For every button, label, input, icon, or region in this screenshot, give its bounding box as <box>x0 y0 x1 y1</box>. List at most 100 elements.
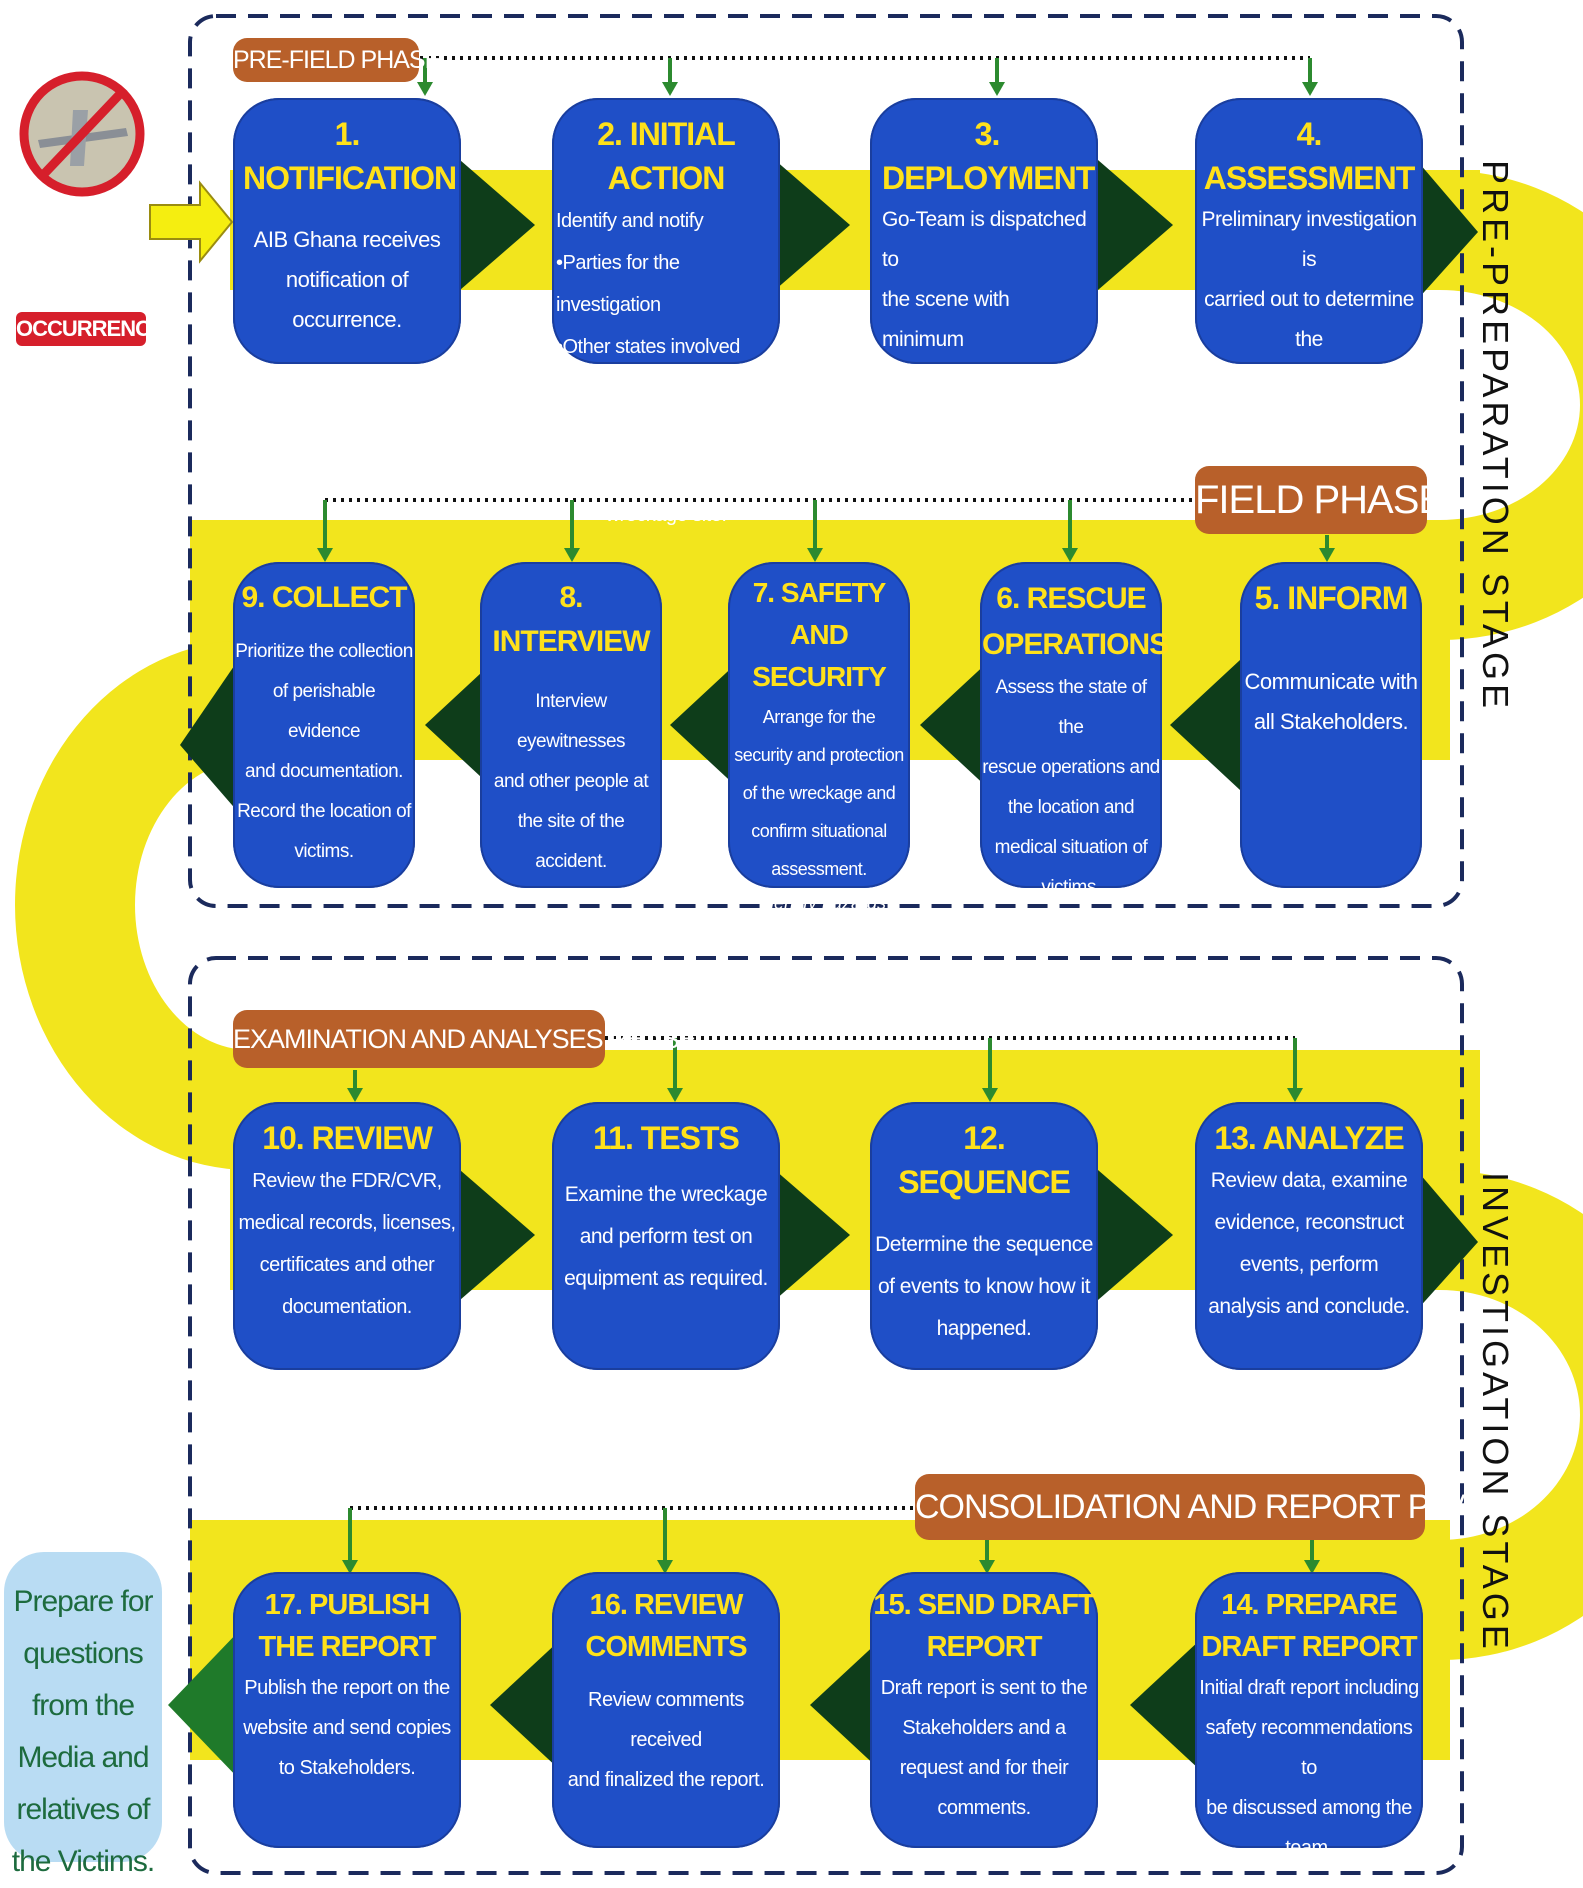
step-5: 5. INFORM Communicate with all Stakehold… <box>1240 562 1422 888</box>
step-line: of perishable evidence <box>272 681 376 742</box>
step-body: Arrange for the security and protection … <box>730 698 908 888</box>
step-line: conducted. <box>1260 448 1358 471</box>
step-title: 17. PUBLISH THE REPORT <box>258 1589 437 1663</box>
step-body: Prioritize the collection of perishable … <box>235 632 413 872</box>
step-line: and other people at <box>493 771 649 792</box>
step-body: Review the FDR/CVR, medical records, lic… <box>235 1160 459 1328</box>
step-1: 1. NOTIFICATION AIB Ghana receives notif… <box>233 98 461 364</box>
step-line: happened. <box>936 1317 1032 1340</box>
step-line: be discussed among the <box>1206 1797 1412 1819</box>
step-2: 2. INITIAL ACTION Identify and notify •P… <box>552 98 780 526</box>
step-line: safety recommendations to <box>1205 1717 1413 1779</box>
step-line: medical situation of <box>994 837 1148 858</box>
step-line: Prioritize the collection <box>235 641 413 662</box>
step-body: Identify and notify •Parties for the inv… <box>556 200 776 536</box>
step-line: Assess the state of the <box>995 677 1147 738</box>
step-line: victims. <box>294 841 354 862</box>
step-line: wreckage site. <box>605 504 727 526</box>
step-line: Identify and notify <box>556 210 704 232</box>
step-line: Interview eyewitnesses <box>516 691 626 752</box>
step-body: Examine the wreckage and perform test on… <box>556 1174 776 1300</box>
step-line: request and for their <box>899 1757 1069 1779</box>
step-body: Initial draft report including safety re… <box>1197 1668 1421 1868</box>
step-body: Draft report is sent to the Stakeholders… <box>872 1668 1096 1828</box>
step-15: 15. SEND DRAFT REPORT Draft report is se… <box>870 1572 1098 1848</box>
step-line: Record the location of <box>237 801 411 822</box>
step-line: notification of <box>285 267 409 292</box>
step-line: AIB Ghana receives <box>253 227 441 252</box>
step-line: Publish the report on the <box>244 1677 450 1699</box>
step-line: Initial draft report including <box>1199 1677 1419 1699</box>
step-body: Communicate with all Stakeholders. <box>1244 662 1418 742</box>
step-10: 10. REVIEW Review the FDR/CVR, medical r… <box>233 1102 461 1370</box>
step-line: confirm situational <box>751 821 887 841</box>
step-line: Arrange for the <box>762 707 876 727</box>
phase-field: FIELD PHASE <box>1195 466 1445 534</box>
step-line: medical records, licenses, <box>238 1212 456 1234</box>
step-line: of the wreckage and <box>742 783 896 803</box>
step-line: Review data, examine <box>1210 1169 1408 1192</box>
step-title: 12. SEQUENCE <box>898 1120 1071 1200</box>
stage-label-investigation: INVESTIGATION STAGE <box>1475 1172 1516 1653</box>
step-title: 7. SAFETY AND SECURITY <box>752 577 887 692</box>
occurrence-label: OCCURRENCE <box>16 312 165 346</box>
step-line: •Other states involved and <box>556 336 740 400</box>
step-title: 8. INTERVIEW <box>492 581 650 658</box>
step-line: victims. <box>1041 877 1101 898</box>
stage-border-investigation <box>188 956 1464 1875</box>
step-title: 10. REVIEW <box>262 1120 433 1156</box>
step-body: Interview eyewitnesses and other people … <box>482 682 660 882</box>
occurrence-arrow <box>149 180 234 264</box>
step-line: carried out to determine the <box>1204 288 1414 351</box>
step-body: Assess the state of the rescue operation… <box>982 668 1160 908</box>
step-body: Publish the report on the website and se… <box>235 1668 459 1788</box>
step-line: •Parties for the investigation <box>556 252 680 316</box>
step-title: 2. INITIAL ACTION <box>597 116 736 196</box>
phase-consolidation: CONSOLIDATION AND REPORT PHASE <box>915 1474 1519 1540</box>
step-title: 15. SEND DRAFT REPORT <box>873 1589 1095 1663</box>
step-line: the site of the <box>517 811 625 832</box>
step-title: 3. DEPLOYMENT <box>882 116 1095 196</box>
step-11: 11. TESTS Examine the wreckage and perfo… <box>552 1102 780 1370</box>
no-aircraft-icon <box>19 71 145 197</box>
step-title: 1. NOTIFICATION <box>243 116 457 196</box>
step-line: comments. <box>937 1797 1031 1819</box>
flow-arrows <box>168 150 1478 1780</box>
step-title: 16. REVIEW COMMENTS <box>585 1589 747 1663</box>
step-note: *Identify hazards <box>751 893 887 913</box>
step-note: *Inspect investigation equipment includi… <box>882 407 1072 501</box>
step-line: certificates and other <box>259 1254 435 1276</box>
step-line: Go-Team is dispatched to <box>882 208 1087 271</box>
step-title: 13. ANALYZE <box>1214 1120 1404 1156</box>
step-body: Preliminary investigation is carried out… <box>1199 200 1419 480</box>
step-title: 4. ASSESSMENT <box>1203 116 1415 196</box>
step-7: 7. SAFETY AND SECURITY Arrange for the s… <box>728 562 910 913</box>
step-body: Go-Team is dispatched to the scene with … <box>882 200 1092 400</box>
step-line: security and protection <box>734 745 904 765</box>
step-line: Review comments received <box>588 1689 744 1751</box>
step-line: accident. <box>535 851 607 872</box>
step-line: delay. <box>882 368 934 391</box>
step-8: 8. INTERVIEW Interview eyewitnesses and … <box>480 562 662 888</box>
step-14: 14. PREPARE DRAFT REPORT Initial draft r… <box>1195 1572 1423 1859</box>
step-13: 13. ANALYZE Review data, examine evidenc… <box>1195 1102 1423 1370</box>
step-body: AIB Ghana receives notification of occur… <box>243 220 451 340</box>
step-line: to Stakeholders. <box>278 1757 416 1779</box>
stage-label-pre-preparation: PRE-PREPARATION STAGE <box>1475 160 1516 713</box>
phase-drop-arrows <box>317 58 1335 1574</box>
step-body: Determine the sequence of events to know… <box>874 1224 1094 1350</box>
step-line: Communicate with <box>1244 669 1418 694</box>
step-line: documentation. <box>282 1296 412 1318</box>
step-line: Examine the wreckage <box>564 1183 768 1206</box>
step-line: Determine the sequence <box>875 1233 1093 1256</box>
step-line: and documentation. <box>245 761 403 782</box>
step-title: 14. PREPARE DRAFT REPORT <box>1201 1589 1417 1663</box>
step-3: 3. DEPLOYMENT Go-Team is dispatched to t… <box>870 98 1098 501</box>
step-17: 17. PUBLISH THE REPORT Publish the repor… <box>233 1572 461 1848</box>
step-line: the location and <box>1007 797 1135 818</box>
step-4: 4. ASSESSMENT Preliminary investigation … <box>1195 98 1423 471</box>
step-line: evidence, reconstruct <box>1214 1211 1404 1234</box>
final-outcome-box: Prepare for questions from the Media and… <box>4 1552 162 1878</box>
step-9: 9. COLLECT Prioritize the collection of … <box>233 562 415 888</box>
